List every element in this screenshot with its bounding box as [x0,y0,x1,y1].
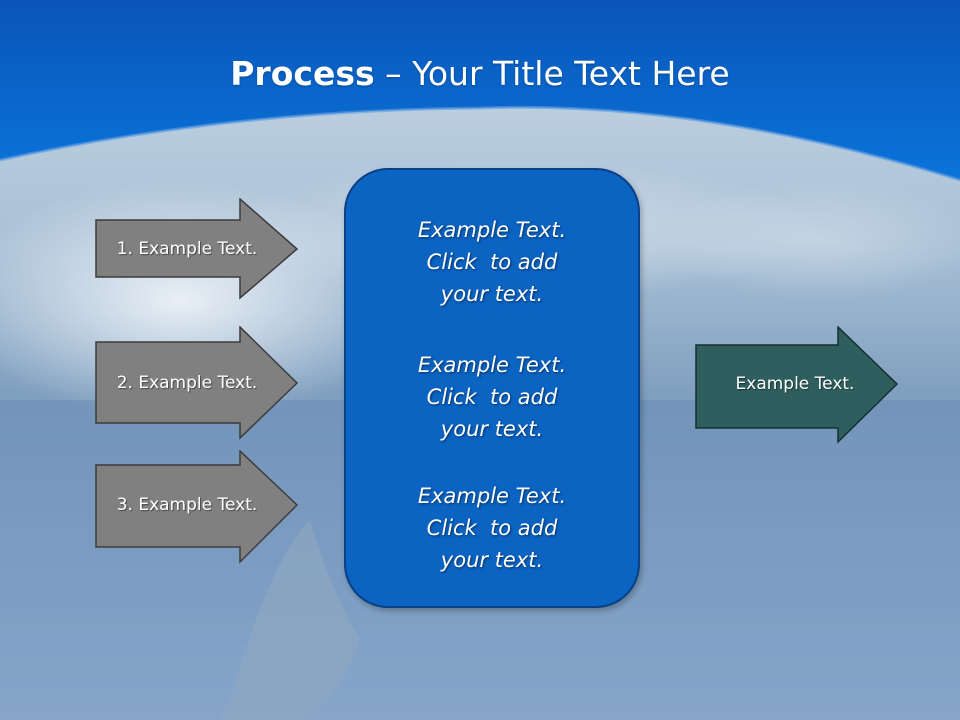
text-line: Example Text. [417,484,567,508]
center-process-box[interactable]: Example Text. Click to add your text. Ex… [344,168,640,608]
arrow-right-shape [95,450,299,564]
text-line: Example Text. [417,353,567,377]
input-arrow-label: 2. Example Text. [116,373,258,393]
text-line: your text. [440,417,544,441]
text-line: Example Text. [417,218,567,242]
input-arrow-1[interactable]: 1. Example Text. [95,198,299,300]
center-text-block-2: Example Text. Click to add your text. [346,349,638,445]
text-line: your text. [440,282,544,306]
center-text-block-1: Example Text. Click to add your text. [346,214,638,310]
input-arrow-label: 1. Example Text. [116,239,258,259]
text-line: Click to add [426,385,558,409]
slide-title[interactable]: Process – Your Title Text Here [0,52,960,96]
arrow-right-shape [95,198,299,300]
input-arrow-3[interactable]: 3. Example Text. [95,450,299,564]
text-line: Click to add [426,516,558,540]
arrow-right-shape [95,326,299,440]
input-arrow-2[interactable]: 2. Example Text. [95,326,299,440]
input-arrow-label: 3. Example Text. [116,495,258,515]
title-rest: – Your Title Text Here [374,54,730,93]
arrow-right-shape [695,326,899,444]
output-arrow[interactable]: Example Text. [695,326,899,444]
text-line: Click to add [426,250,558,274]
output-arrow-label: Example Text. [735,374,855,394]
center-text-block-3: Example Text. Click to add your text. [346,480,638,576]
text-line: your text. [440,548,544,572]
title-bold: Process [230,54,375,93]
